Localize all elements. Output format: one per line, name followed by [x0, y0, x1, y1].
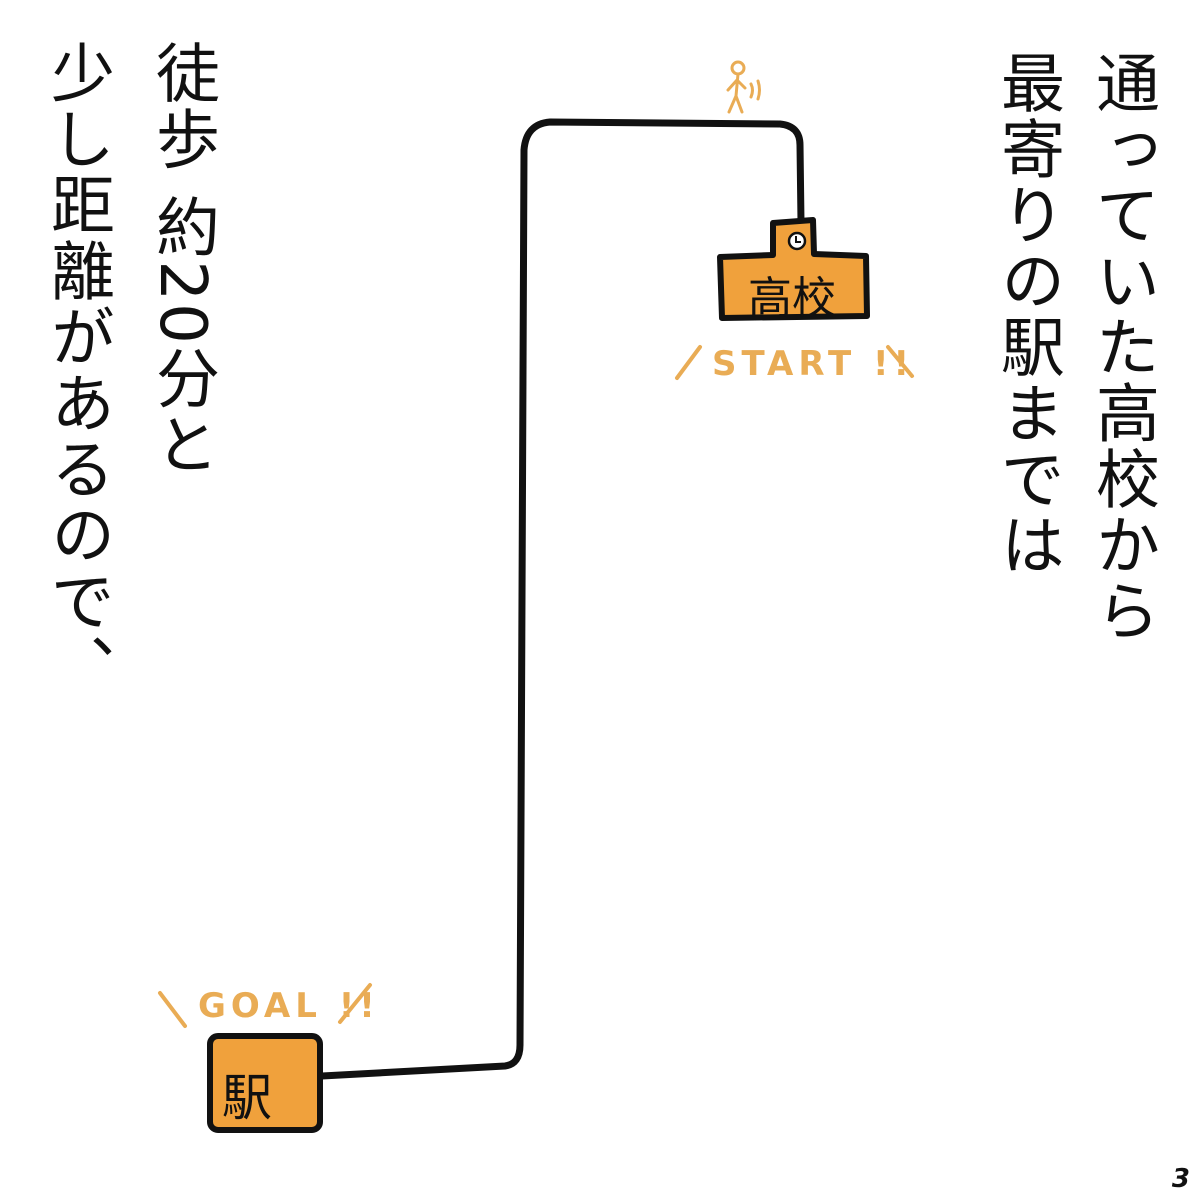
route-path [318, 118, 805, 1080]
clock-icon [787, 231, 807, 251]
school-label: 高校 [748, 273, 836, 324]
page-number: 3 [1171, 1164, 1190, 1194]
narration-line-1: 通っていた高校から [1085, 50, 1159, 644]
station-building [207, 1033, 323, 1133]
goal-label: GOAL !! [198, 986, 380, 1026]
goal-burst-icon [158, 983, 372, 1028]
school-building [717, 217, 870, 321]
start-burst-icon [675, 345, 914, 380]
narration-line-3: 徒歩 約20分と [145, 40, 219, 478]
narration-line-4: 少し距離があるので、 [40, 40, 114, 700]
walking-person-icon [726, 60, 761, 114]
station-label: 駅 [222, 1069, 272, 1127]
start-label: START !! [712, 344, 915, 384]
narration-line-2: 最寄りの駅までは [990, 50, 1064, 578]
